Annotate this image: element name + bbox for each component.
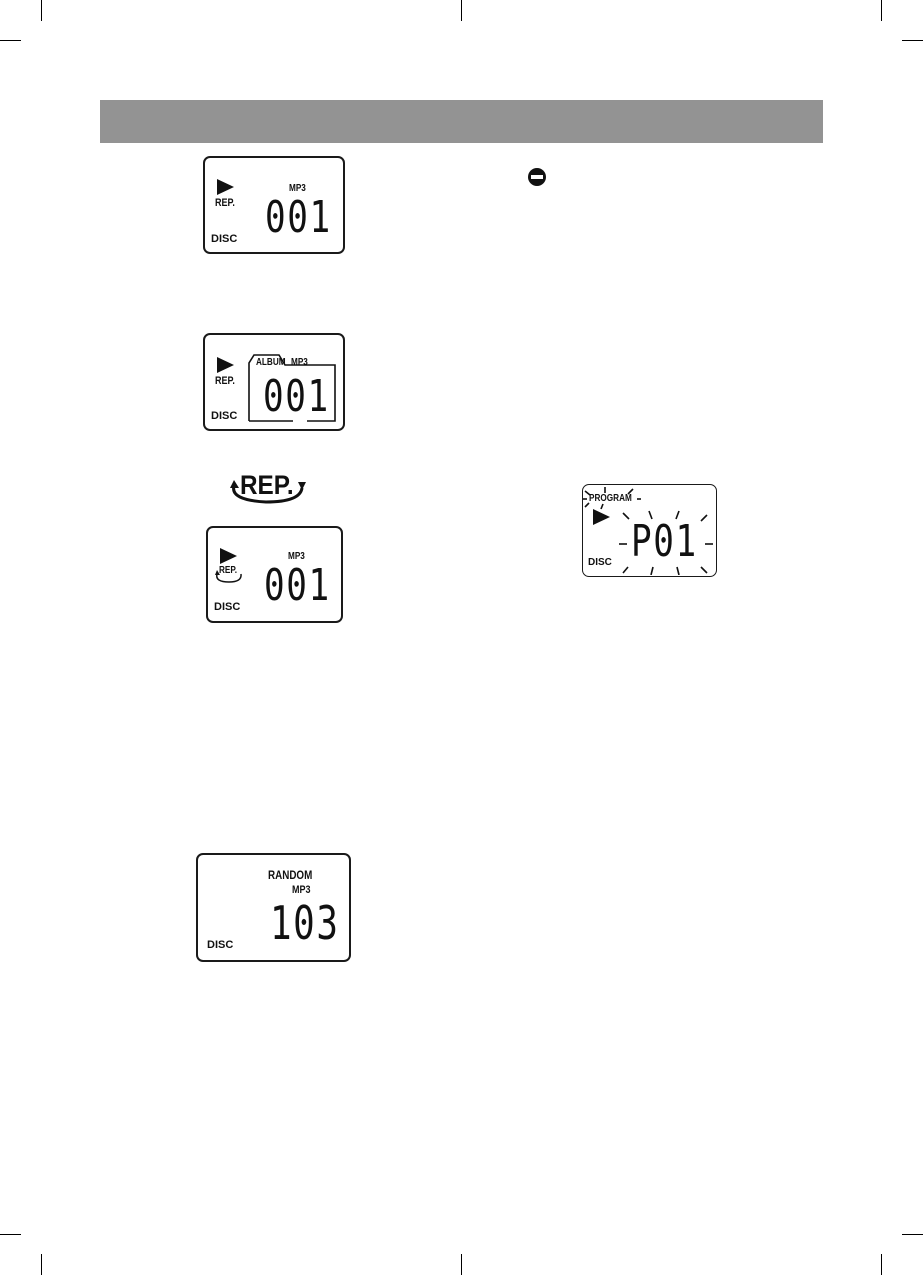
disc-label: DISC: [211, 410, 238, 422]
track-number: 001: [264, 560, 331, 611]
mp3-label: MP3: [289, 183, 306, 194]
crop-mark: [461, 0, 462, 21]
rep-large-label: REP.: [240, 470, 294, 500]
rep-label: REP.: [219, 565, 238, 576]
repeat-arrow-icon: [230, 480, 306, 504]
play-icon: [220, 548, 237, 564]
mp3-label: MP3: [288, 551, 305, 562]
lcd-display-repeat-all: REP. MP3 001 DISC: [206, 526, 343, 623]
lcd-display-repeat-album: ALBUM MP3 REP. 001 DISC: [203, 333, 345, 431]
blink-marks: [583, 487, 713, 575]
crop-mark: [881, 1254, 882, 1275]
crop-mark: [0, 40, 21, 41]
crop-mark: [41, 1254, 42, 1275]
repeat-arrow-icon: [215, 570, 242, 583]
disc-label: DISC: [211, 233, 238, 245]
play-icon: [217, 357, 234, 373]
repeat-all-symbol: REP.: [228, 470, 308, 506]
program-label: PROGRAM: [589, 493, 632, 504]
play-icon: [593, 509, 610, 525]
mp3-label: MP3: [291, 357, 308, 368]
crop-mark: [902, 40, 923, 41]
album-label: ALBUM: [256, 357, 286, 368]
crop-mark: [41, 0, 42, 21]
program-number: P01: [631, 516, 698, 567]
play-icon: [217, 179, 234, 195]
album-frame: [248, 354, 336, 422]
crop-mark: [881, 0, 882, 21]
lcd-display-program: PROGRAM P01 DISC: [582, 484, 717, 577]
rep-label: REP.: [215, 375, 235, 387]
crop-mark: [461, 1254, 462, 1275]
section-header-bar: [100, 100, 823, 143]
rep-label: REP.: [215, 197, 235, 209]
track-number: 001: [265, 192, 332, 243]
stop-icon: [528, 168, 546, 186]
disc-label: DISC: [207, 939, 234, 951]
track-number: 103: [270, 896, 340, 950]
random-label: RANDOM: [268, 868, 313, 882]
track-number: 001: [263, 371, 330, 422]
mp3-label: MP3: [292, 884, 311, 896]
disc-label: DISC: [214, 601, 241, 613]
crop-mark: [0, 1234, 21, 1235]
crop-mark: [902, 1234, 923, 1235]
lcd-display-repeat-track: REP. MP3 001 DISC: [203, 156, 345, 254]
disc-label: DISC: [588, 557, 612, 568]
lcd-display-random: RANDOM MP3 103 DISC: [196, 853, 351, 962]
